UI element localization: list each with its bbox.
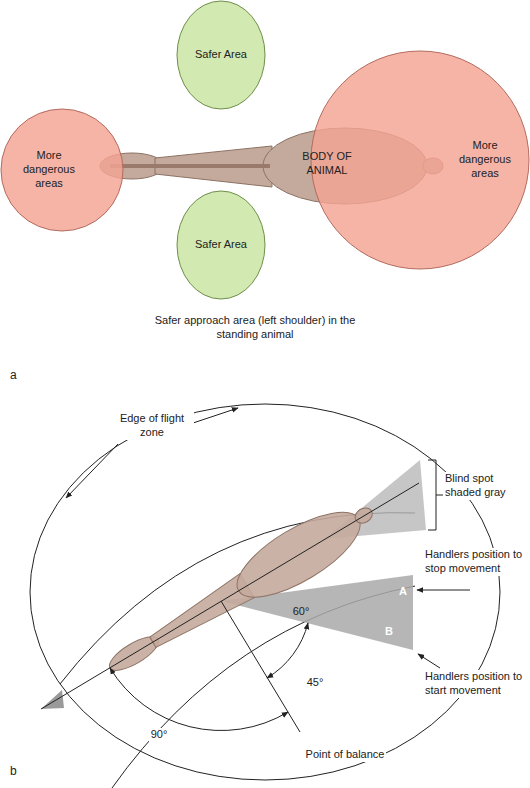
bracket bbox=[428, 460, 436, 530]
blind-spot bbox=[41, 690, 64, 709]
safe-zone: Safer Area bbox=[176, 190, 266, 300]
position-marker: B bbox=[382, 625, 396, 639]
angle-value: 45° bbox=[305, 676, 326, 690]
zone-outline bbox=[177, 1, 265, 109]
zone-outline bbox=[1, 109, 123, 231]
angle-arc bbox=[267, 623, 308, 678]
panel-letter: b bbox=[10, 764, 30, 779]
angle-value: 90° bbox=[149, 728, 170, 742]
zone-outline bbox=[177, 191, 265, 299]
zone-label: Safer Area bbox=[195, 238, 247, 252]
callout-label: Point of balance bbox=[304, 748, 387, 762]
safe-zone: Safer Area bbox=[176, 0, 266, 110]
callout-label: Blind spot shaded gray bbox=[443, 472, 527, 500]
callout-label: Edge of flight zone bbox=[110, 412, 194, 440]
leader-line bbox=[66, 444, 118, 498]
axis-line bbox=[41, 483, 419, 709]
zone-label: Safer Area bbox=[195, 48, 247, 62]
callout-label: Handlers position to stop movement bbox=[423, 548, 527, 576]
leader-line bbox=[417, 590, 470, 591]
position-marker: A bbox=[396, 585, 410, 599]
callout-label: Handlers position to start movement bbox=[423, 670, 527, 698]
zone-label: More dangerous areas bbox=[14, 149, 84, 190]
leader-line bbox=[190, 408, 238, 424]
caption-note: Safer approach area (left shoulder) in t… bbox=[148, 314, 362, 342]
part-name: BODY OF ANIMAL bbox=[282, 150, 372, 178]
leader-line bbox=[436, 495, 443, 496]
flight-zone-edge bbox=[30, 404, 500, 780]
zone-arc bbox=[60, 513, 415, 684]
danger-zone: More dangerous areas bbox=[0, 108, 124, 232]
zone-label: More dangerous areas bbox=[450, 139, 520, 180]
leader-line bbox=[418, 654, 440, 668]
panel-letter: a bbox=[10, 368, 30, 383]
angle-arc bbox=[110, 668, 288, 731]
angle-value: 60° bbox=[286, 605, 316, 619]
